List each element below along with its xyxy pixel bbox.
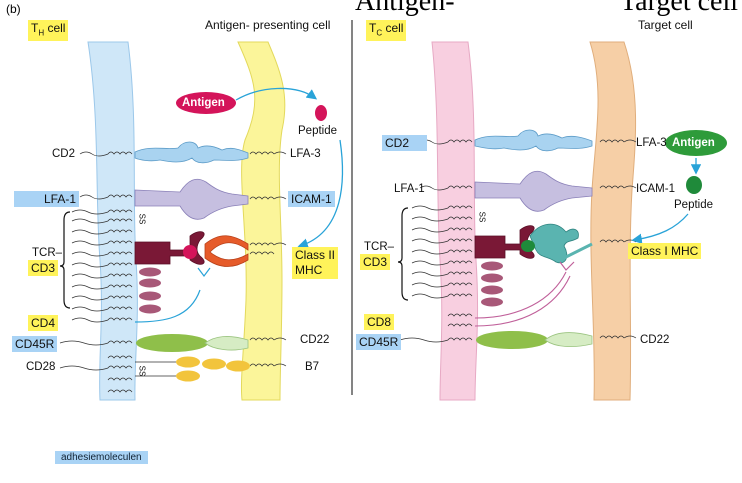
cd8-tip [559, 261, 575, 271]
icam1-label-right: ICAM-1 [636, 183, 675, 195]
apc-title: Antigen- presenting cell [205, 18, 331, 32]
cd22-right [544, 332, 593, 348]
cd3-oval [139, 291, 161, 301]
cropped-heading: Antigen- [355, 0, 455, 17]
cd3-oval [481, 285, 503, 295]
peptide-bound-left [183, 245, 197, 259]
target-title: Target cell [638, 18, 693, 32]
tc-membrane [431, 41, 479, 401]
cd22-left [204, 336, 249, 351]
cd3-oval [139, 267, 161, 277]
cd45r-left [136, 334, 208, 352]
cd22-label-right: CD22 [640, 334, 670, 346]
cd3-oval [481, 297, 503, 307]
cd28-oval [176, 370, 200, 382]
cd4-label-left: CD4 [28, 315, 59, 331]
apc-coils [249, 151, 275, 367]
cd3-oval [481, 273, 503, 283]
icam1-label-left: ICAM-1 [288, 191, 335, 207]
antigen-label-right: Antigen [672, 137, 715, 149]
tc-coils [447, 139, 473, 341]
peptide-label-left: Peptide [298, 125, 338, 137]
cd45r-label-left: CD45R [12, 336, 58, 352]
mhc-classi-stalk [559, 242, 593, 262]
ss-label-left: SS [137, 213, 147, 225]
cd28-oval [176, 356, 200, 368]
target-membrane [589, 41, 637, 401]
th-tails [59, 151, 109, 371]
cd28-label-left: CD28 [26, 361, 56, 373]
mhc-classii-left [204, 235, 249, 267]
cd22-label-left: CD22 [300, 334, 330, 346]
apc-tails [273, 139, 637, 367]
lfa1-label-left: LFA-1 [14, 191, 80, 207]
tcr-left [134, 231, 205, 265]
tcr-label-right: TCR– [364, 241, 395, 253]
lfa3-label-left: LFA-3 [290, 148, 321, 160]
peptide-left [315, 105, 327, 121]
th-cell-title: TH cell [28, 20, 69, 42]
ss-label-right: SS [477, 211, 487, 223]
b7-label-left: B7 [305, 361, 320, 373]
peptide-right [686, 176, 702, 194]
cd2-label-right: CD2 [382, 135, 428, 151]
tc-cell-title: TC cell [366, 20, 407, 42]
tc-bracket [397, 207, 409, 301]
cd3-oval [139, 304, 161, 314]
b7-oval [202, 358, 226, 370]
panel-letter: (b) [6, 2, 21, 16]
footer-tag: adhesiemoleculen [55, 451, 148, 464]
peptide-arrow-left [297, 139, 344, 249]
cd2-lfa3-right [474, 129, 593, 152]
antigen-left [176, 92, 236, 114]
antigen-arrow-left [235, 87, 318, 101]
antigen-right [665, 130, 727, 156]
classi-label-right: Class I MHC [628, 243, 702, 259]
th-bracket [59, 211, 71, 309]
lfa3-label-right: LFA-3 [636, 137, 667, 149]
peptide-bound-right [521, 240, 535, 252]
cd3-oval [139, 278, 161, 288]
th-membrane [87, 41, 138, 401]
mhc-classi-right [529, 223, 579, 264]
cd2-label-left: CD2 [52, 148, 76, 160]
cropped-heading-2: Target cell [620, 0, 739, 17]
cd3-label-left: CD3 [28, 260, 59, 276]
th-coils [107, 151, 133, 393]
cd4-tip [197, 267, 211, 277]
cd4-stalk [134, 289, 201, 323]
target-coils [599, 139, 625, 339]
ss-label-left-2: SS [137, 365, 147, 377]
antigen-label-left: Antigen [182, 97, 225, 109]
peptide-arrow-right [631, 213, 689, 244]
cd8-stalk-2 [474, 275, 571, 327]
cd3-oval [481, 261, 503, 271]
tc-tails [399, 139, 449, 343]
apc-membrane [237, 41, 286, 401]
peptide-label-right: Peptide [674, 199, 714, 211]
cd45r-right [476, 331, 548, 349]
lfa1-icam1-right [474, 170, 593, 212]
tcr-label-left: TCR– [32, 247, 63, 259]
lfa1-label-right: LFA-1 [394, 183, 425, 195]
lfa1-icam1-left [134, 178, 249, 220]
cd8-label-right: CD8 [364, 314, 395, 330]
cd45r-label-right: CD45R [356, 334, 402, 350]
cd3-label-right: CD3 [360, 254, 391, 270]
b7-oval [226, 360, 250, 372]
cd2-lfa3-left [134, 141, 249, 164]
cd8-stalk [474, 271, 567, 319]
